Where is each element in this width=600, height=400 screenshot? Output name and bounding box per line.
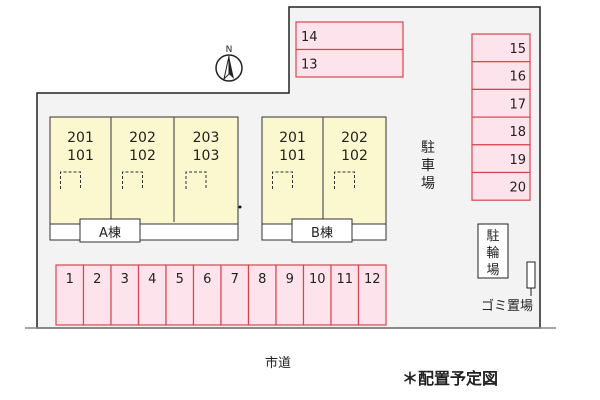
bicycle-label-3: 場 xyxy=(486,263,499,278)
building-label-box xyxy=(79,218,141,243)
parking-slot xyxy=(330,264,360,326)
parking-label-2: 車 xyxy=(421,157,435,174)
unit-number-lower: 101 xyxy=(279,148,306,164)
garbage-station xyxy=(526,261,536,289)
parking-slot xyxy=(471,116,531,146)
parking-slot-number: 16 xyxy=(509,70,526,85)
stair-outline xyxy=(185,171,207,189)
parking-slot xyxy=(247,264,277,326)
building-a xyxy=(49,116,239,225)
parking-slot xyxy=(275,264,305,326)
parking-slot xyxy=(471,88,531,118)
parking-slot xyxy=(110,264,140,326)
bicycle-parking xyxy=(477,223,509,279)
north-arrow-icon: N xyxy=(215,45,243,82)
parking-slot xyxy=(295,21,404,51)
stair-outline xyxy=(334,171,355,189)
parking-slot-number: 11 xyxy=(336,272,353,287)
parking-slot xyxy=(55,264,85,326)
unit-number-upper: 203 xyxy=(193,130,220,146)
parking-slot-number: 9 xyxy=(286,272,294,287)
building-b xyxy=(261,116,387,225)
map-title: ＊配置予定図 xyxy=(402,369,498,388)
garbage-label: ゴミ置場 xyxy=(481,298,533,314)
parking-slot-number: 13 xyxy=(301,58,318,73)
parking-slot-number: 14 xyxy=(301,30,318,45)
parking-slot xyxy=(471,144,531,174)
parking-slot-number: 1 xyxy=(66,272,74,287)
parking-label-1: 駐 xyxy=(421,140,435,156)
building-label-box xyxy=(291,218,353,243)
road-label: 市道 xyxy=(265,355,291,371)
parking-slot xyxy=(295,48,404,78)
bicycle-label-2: 輪 xyxy=(486,245,499,261)
stair-outline xyxy=(272,171,293,189)
parking-slot-number: 18 xyxy=(509,125,526,140)
building-label: B棟 xyxy=(311,226,333,241)
marker-dot xyxy=(238,205,242,209)
parking-slot-number: 12 xyxy=(364,272,381,287)
unit-number-lower: 103 xyxy=(193,148,220,164)
parking-slot-number: 20 xyxy=(509,181,526,196)
parking-slot-number: 8 xyxy=(258,272,266,287)
parking-slot-number: 17 xyxy=(509,97,526,112)
parking-slot xyxy=(471,171,531,201)
parking-slot-number: 3 xyxy=(121,272,129,287)
building-label: A棟 xyxy=(99,226,121,241)
unit-number-lower: 101 xyxy=(67,148,94,164)
parking-label-3: 場 xyxy=(421,176,435,192)
parking-slot-number: 7 xyxy=(231,272,239,287)
unit-number-lower: 102 xyxy=(129,148,156,164)
parking-slot-number: 19 xyxy=(509,153,526,168)
parking-slot-number: 15 xyxy=(509,42,526,57)
unit-number-upper: 201 xyxy=(67,130,94,146)
parking-slot-number: 6 xyxy=(203,272,211,287)
bicycle-label-1: 駐 xyxy=(486,229,499,244)
parking-slot-number: 5 xyxy=(176,272,184,287)
north-label: N xyxy=(226,45,233,55)
unit-number-lower: 102 xyxy=(341,148,368,164)
parking-slot xyxy=(302,264,332,326)
stair-outline xyxy=(122,171,143,189)
parking-slot xyxy=(192,264,222,326)
parking-slot xyxy=(82,264,112,326)
parking-slot xyxy=(357,264,387,326)
parking-slot xyxy=(471,61,531,91)
building-base xyxy=(49,223,239,241)
unit-number-upper: 202 xyxy=(129,130,156,146)
unit-number-upper: 202 xyxy=(341,130,368,146)
unit-number-upper: 201 xyxy=(279,130,306,146)
parking-slot-number: 10 xyxy=(309,272,326,287)
parking-slot-number: 2 xyxy=(93,272,101,287)
parking-slot-number: 4 xyxy=(148,272,156,287)
parking-slot xyxy=(220,264,250,326)
stair-outline xyxy=(60,171,81,189)
